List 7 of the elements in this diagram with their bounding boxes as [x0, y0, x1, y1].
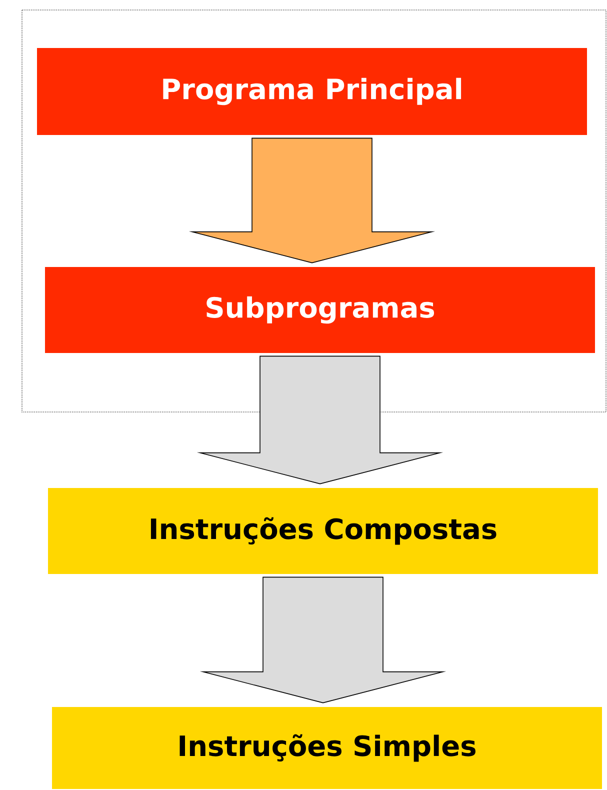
process-box: Programa Principal — [37, 48, 587, 135]
block-arrow — [188, 138, 436, 264]
block-arrow — [196, 356, 444, 484]
process-box: Instruções Simples — [52, 707, 602, 789]
process-box: Subprogramas — [45, 267, 595, 353]
process-box: Instruções Compostas — [48, 488, 598, 574]
block-arrow — [200, 576, 446, 704]
